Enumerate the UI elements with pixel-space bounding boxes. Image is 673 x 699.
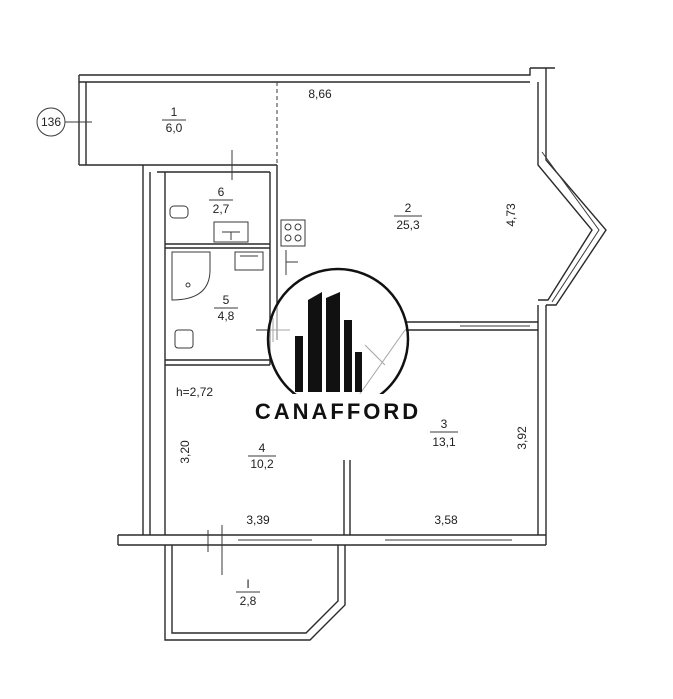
dimension-left-lower: 3,20 <box>178 440 192 464</box>
building-icon <box>295 292 362 392</box>
dimension-bottom-right: 3,58 <box>434 513 458 527</box>
balcony-area: 2,8 <box>240 594 257 608</box>
section-marker-label: 136 <box>41 115 61 129</box>
section-marker: 136 <box>36 107 92 137</box>
room-2-number: 2 <box>405 201 412 215</box>
room-1-number: 1 <box>171 105 178 119</box>
outer-walls <box>78 67 607 575</box>
watermark-text: CANAFFORD <box>255 399 421 424</box>
dimension-top: 8,66 <box>308 87 332 101</box>
room-5-number: 5 <box>223 293 230 307</box>
room-5-area: 4,8 <box>218 309 235 323</box>
stove-icon <box>280 219 306 247</box>
room-labels: 1 6,0 2 25,3 3 13,1 4 10,2 5 4,8 6 2,7 I… <box>162 105 458 608</box>
ceiling-height: h=2,72 <box>176 385 213 399</box>
room-6-number: 6 <box>218 185 225 199</box>
dimension-bottom-left: 3,39 <box>246 513 270 527</box>
room-4-area: 10,2 <box>250 457 274 471</box>
room-2-area: 25,3 <box>396 218 420 232</box>
room-4-number: 4 <box>259 441 266 455</box>
dimension-right-lower: 3,92 <box>515 426 529 450</box>
dimension-right-upper: 4,73 <box>504 203 518 227</box>
balcony <box>164 545 346 641</box>
room-6-area: 2,7 <box>213 202 230 216</box>
room-3-area: 13,1 <box>432 435 456 449</box>
dimension-labels: 8,66 4,73 3,92 3,20 3,39 3,58 <box>178 87 529 527</box>
watermark-logo: CANAFFORD <box>255 267 421 428</box>
room-1-area: 6,0 <box>166 121 183 135</box>
balcony-number: I <box>246 577 249 591</box>
room-3-number: 3 <box>441 417 448 431</box>
